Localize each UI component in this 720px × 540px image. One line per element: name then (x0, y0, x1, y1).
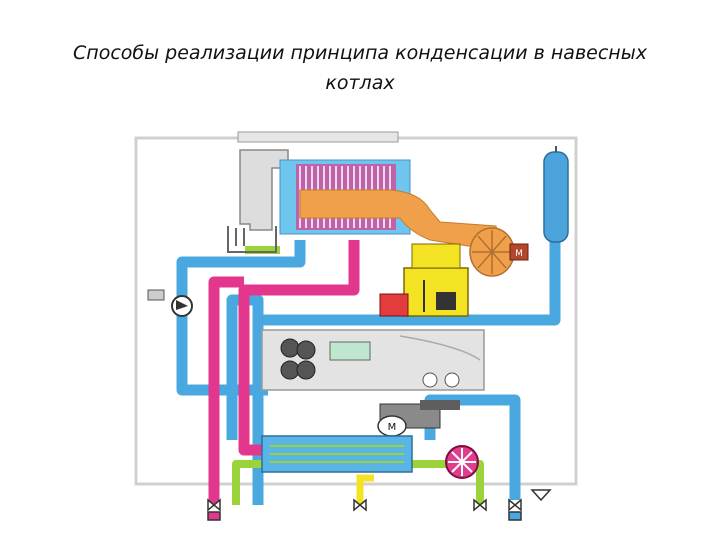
fan-motor-label: M (515, 249, 523, 259)
fan-unit: M (469, 227, 529, 277)
gas-pipe (356, 474, 374, 505)
gas-valve (379, 243, 469, 317)
control-panel (261, 329, 485, 391)
pump-symbol (147, 289, 193, 317)
dhw-pipes (232, 246, 484, 505)
expansion-vessel (543, 146, 569, 243)
flow-pipes (208, 240, 360, 505)
diverter-valve: M (377, 400, 460, 437)
connection-valves (207, 489, 552, 521)
plate-heat-exchanger (261, 435, 413, 473)
valve-motor-label: M (388, 422, 397, 433)
slide-title: Способы реализации принципа конденсации … (73, 42, 647, 94)
circulation-pump (445, 445, 479, 479)
